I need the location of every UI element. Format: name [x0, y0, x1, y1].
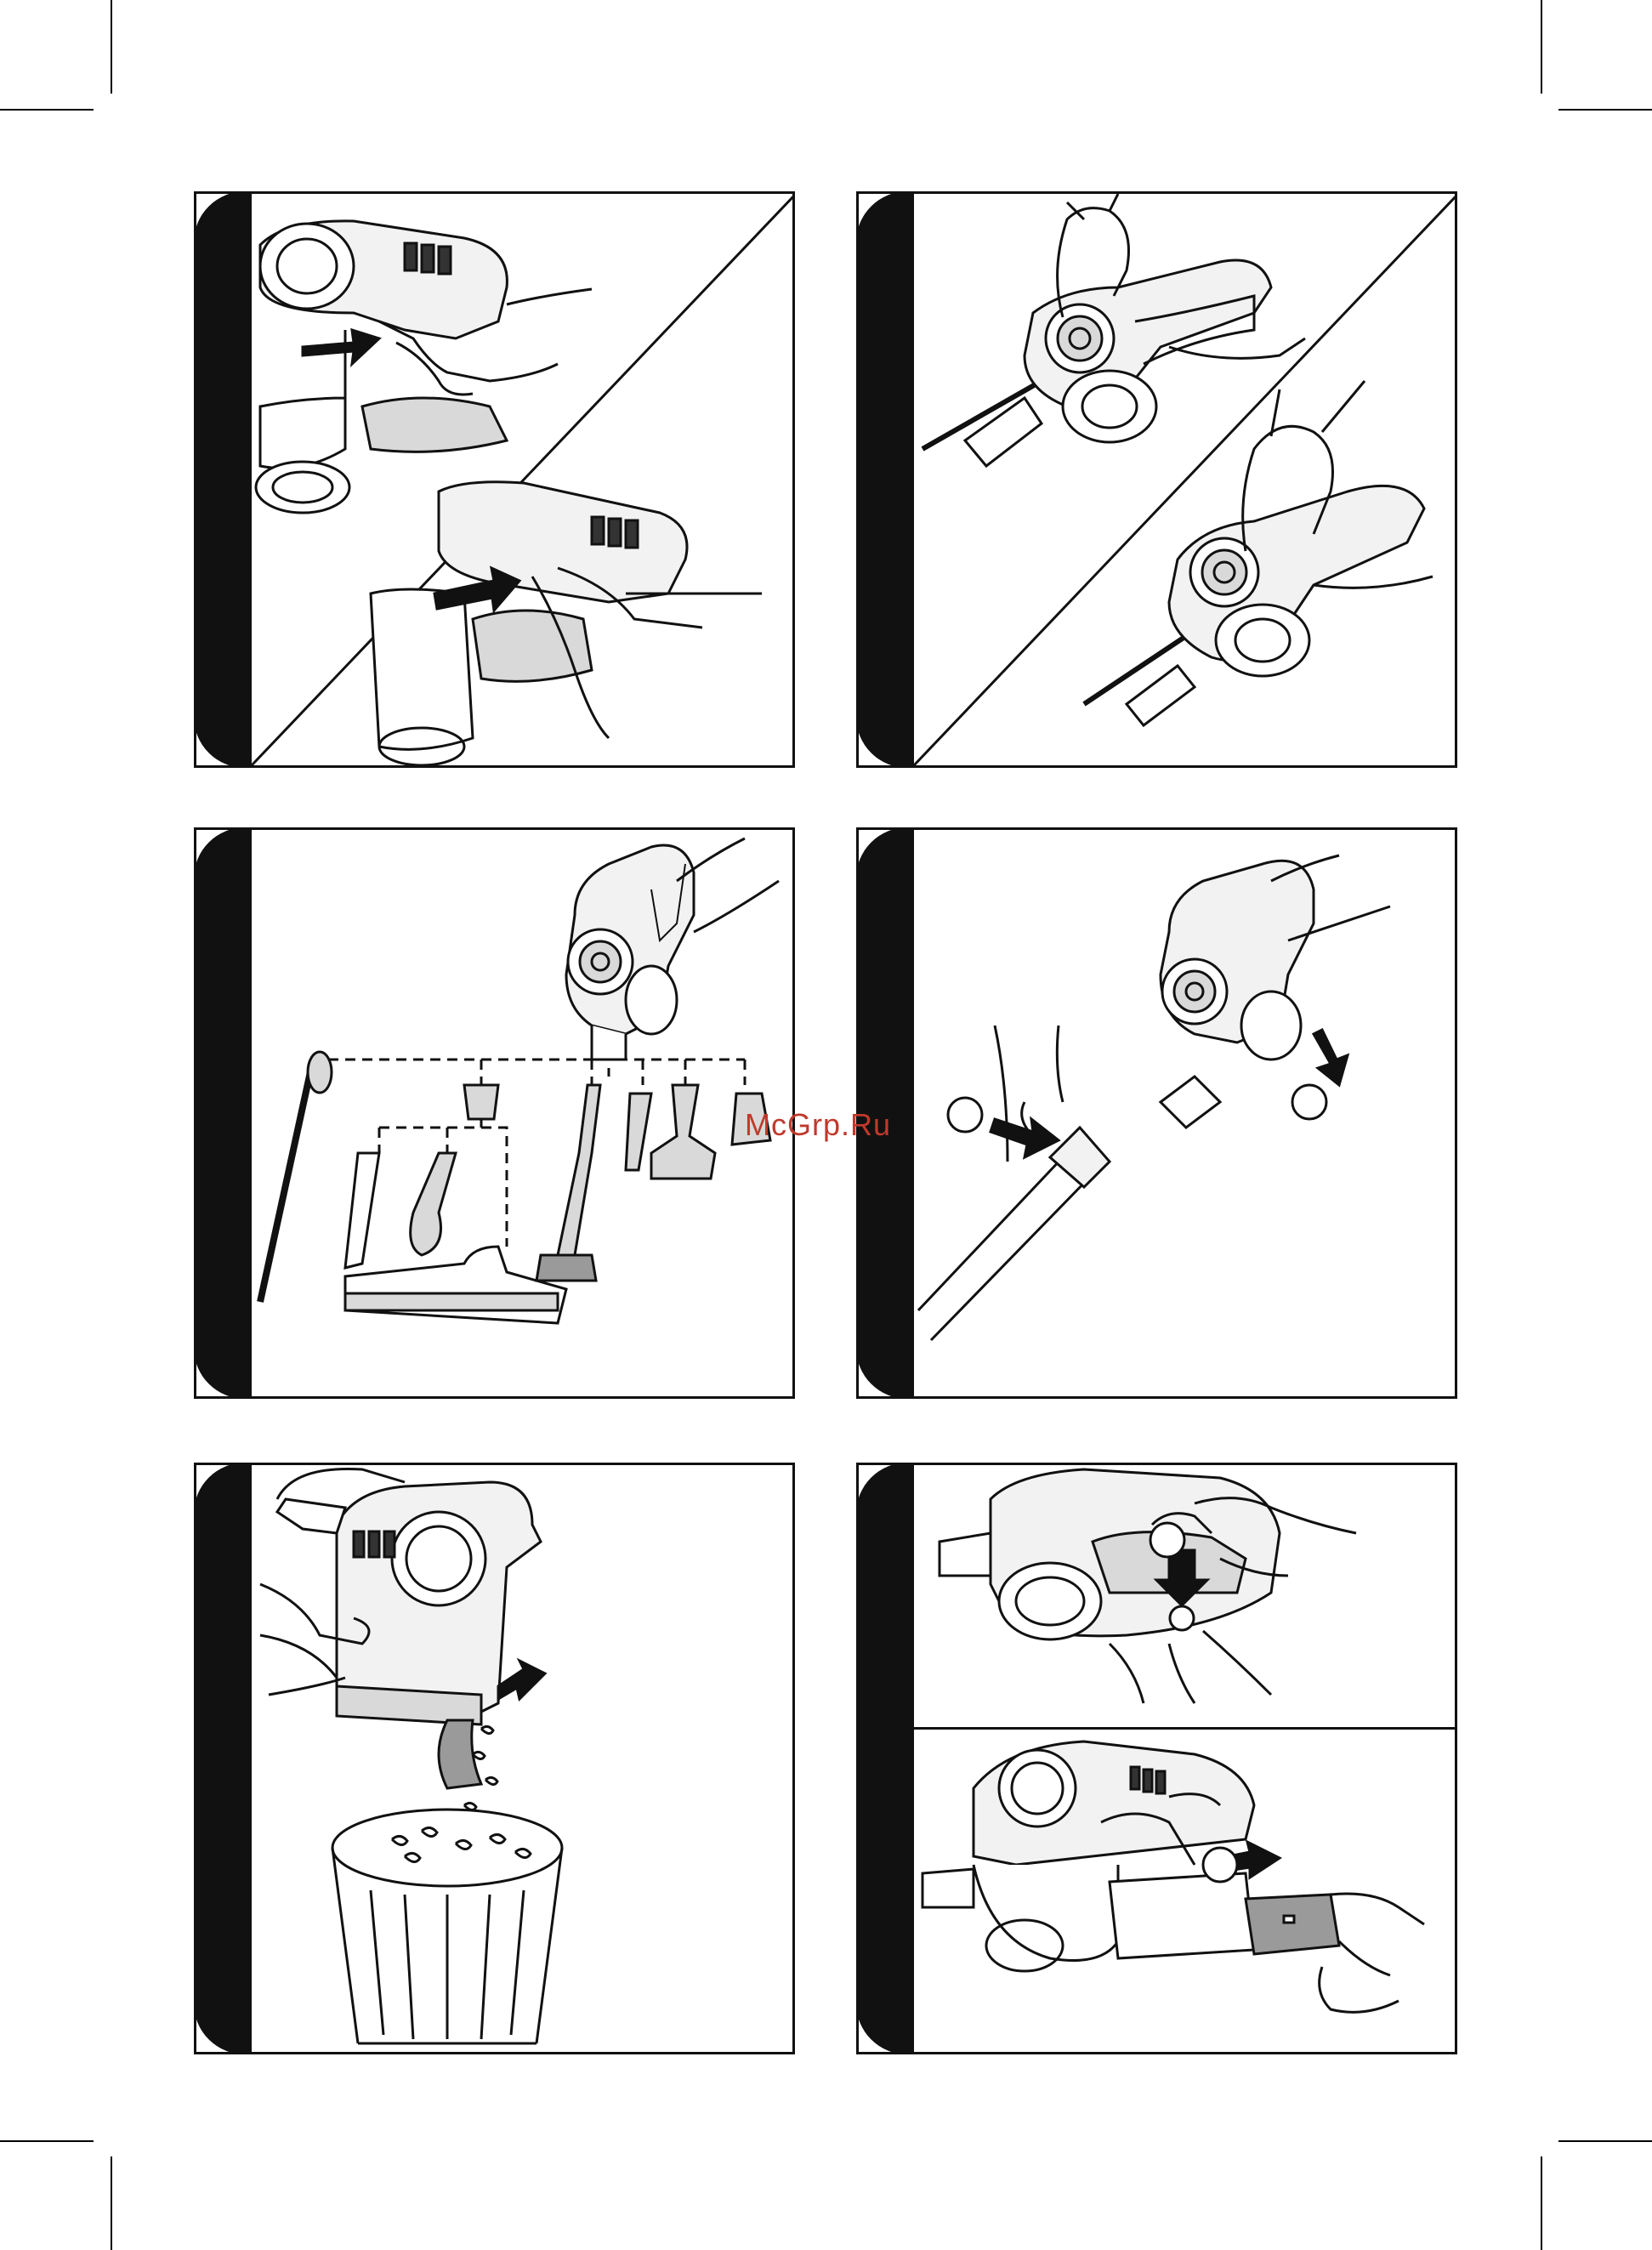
illustration-panel-remove-battery	[856, 1463, 1457, 2054]
illustration-panel-release-button	[194, 191, 795, 768]
remove-battery-illustration	[914, 1465, 1457, 2052]
crop-mark	[1558, 2140, 1652, 2142]
panel-tab	[194, 191, 252, 768]
watermark-text: McGrp.Ru	[745, 1107, 891, 1143]
crop-mark	[0, 109, 94, 111]
crop-mark	[0, 2140, 94, 2142]
illustration-panel-empty-bin	[194, 1463, 795, 2054]
release-button-illustration	[252, 194, 795, 765]
illustration-panel-handle-button	[856, 191, 1457, 768]
crop-mark	[111, 0, 112, 94]
attach-tube-illustration	[914, 830, 1457, 1396]
crop-mark	[1558, 109, 1652, 111]
handle-button-illustration	[914, 194, 1457, 765]
crop-mark	[1541, 2156, 1542, 2250]
panel-tab	[856, 1463, 914, 2054]
accessories-illustration	[252, 830, 795, 1396]
panel-tab	[856, 191, 914, 768]
crop-mark	[111, 2156, 112, 2250]
crop-mark	[1541, 0, 1542, 94]
panel-tab	[194, 1463, 252, 2054]
illustration-panel-accessories	[194, 827, 795, 1399]
empty-bin-illustration	[252, 1465, 795, 2052]
panel-tab	[194, 827, 252, 1399]
illustration-panel-attach-tube	[856, 827, 1457, 1399]
